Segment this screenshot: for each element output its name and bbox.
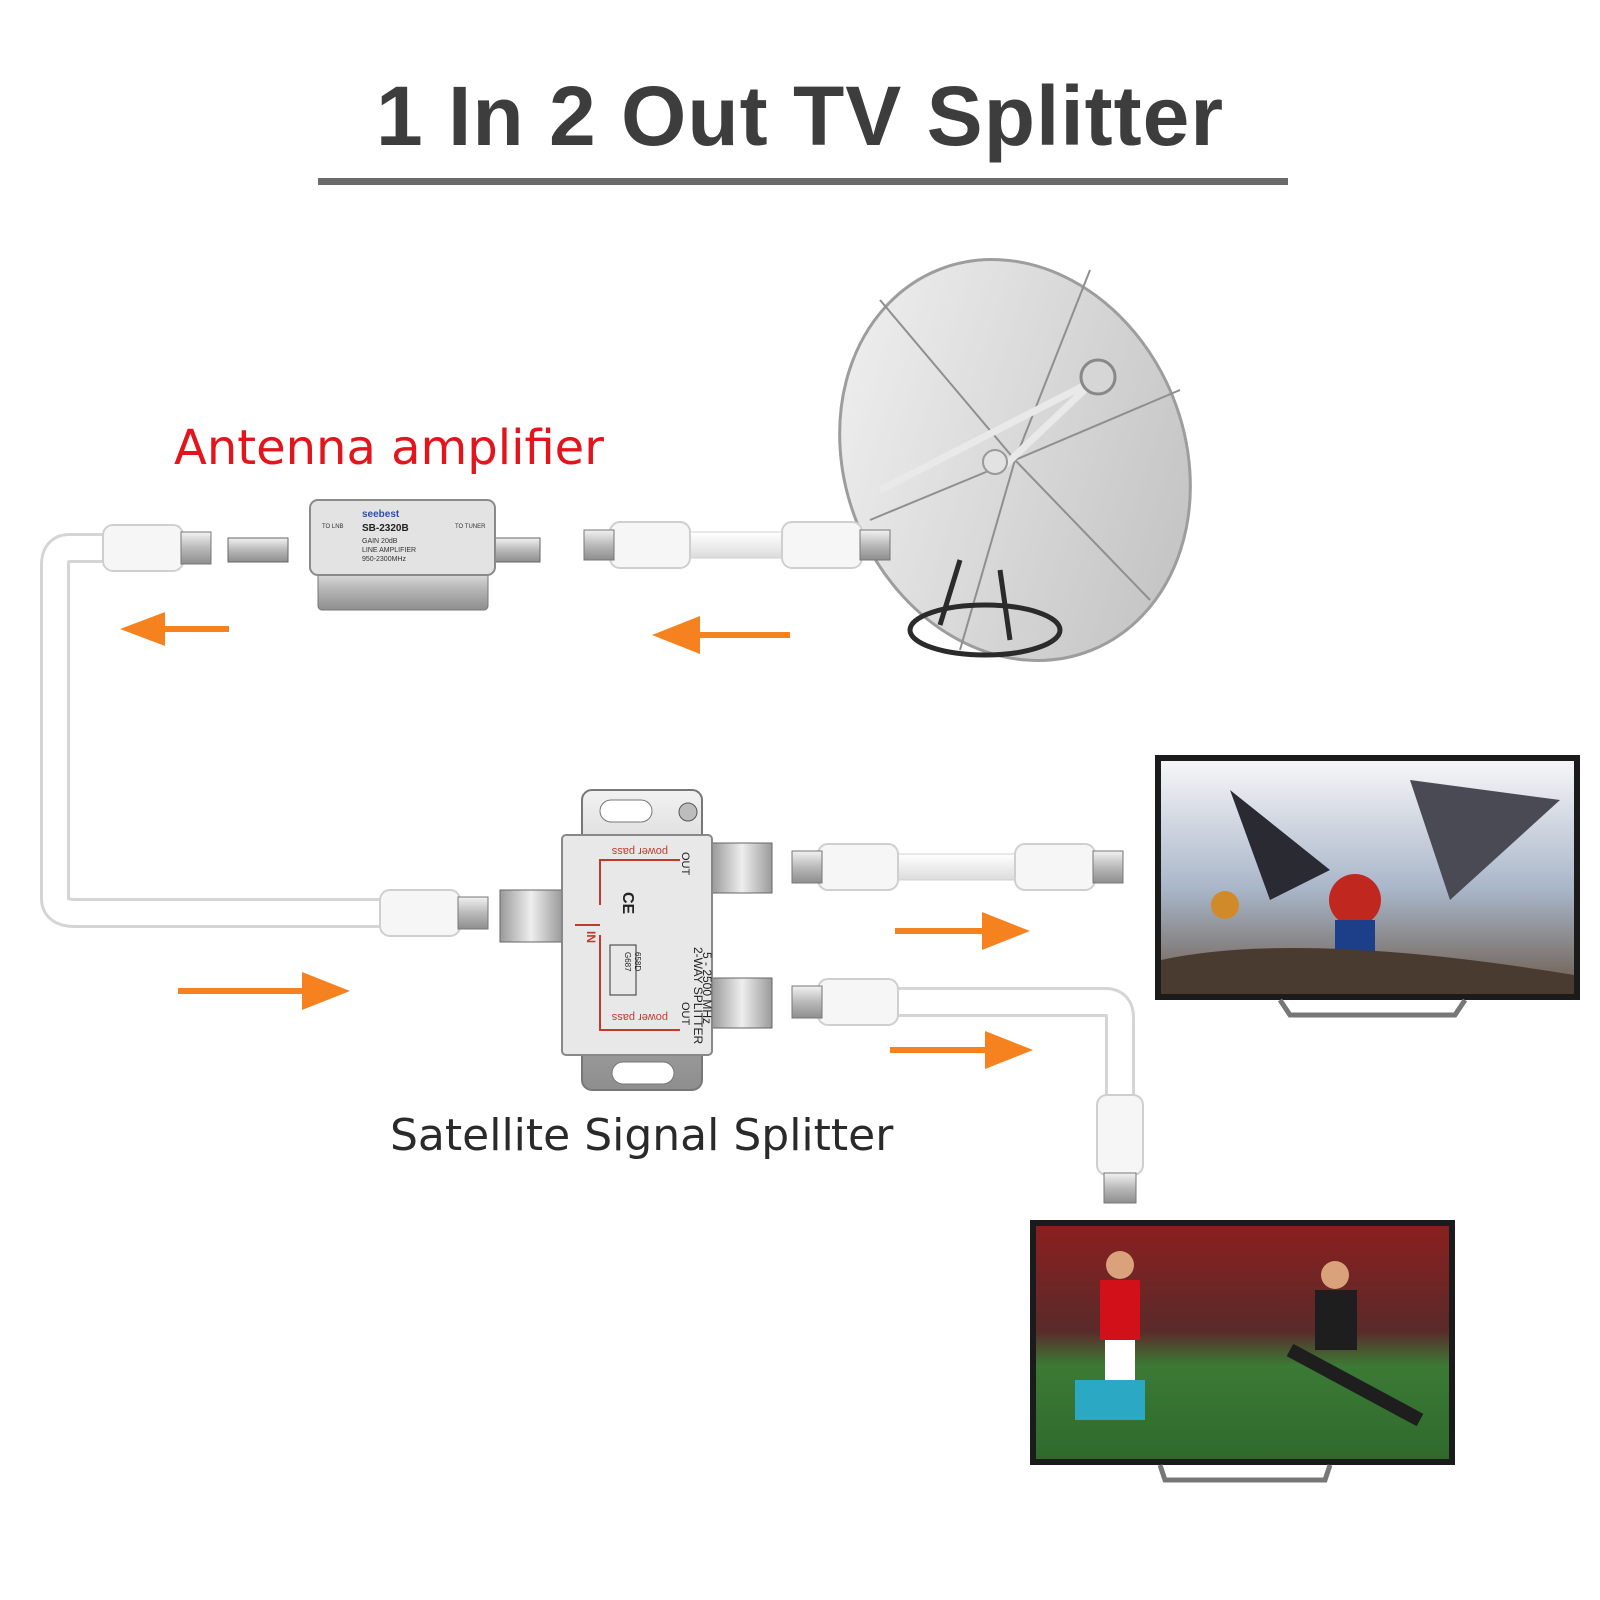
arrow-icon (652, 616, 790, 654)
amplifier-to-tuner: TO TUNER (455, 524, 486, 530)
coax-cable-tv2 (791, 978, 1144, 1204)
arrow-icon (120, 612, 229, 646)
amplifier-model: SB-2320B (362, 523, 409, 534)
splitter-out-label-1: OUT (679, 852, 691, 876)
coax-cable-main (40, 524, 489, 937)
power-pass-bottom: power pass (611, 1011, 668, 1023)
title-underline (318, 178, 1288, 185)
splitter-freq: 5 - 2500 MHz (700, 952, 714, 1024)
coax-connector-icon (781, 521, 891, 569)
coax-connector-icon (583, 521, 691, 569)
coax-connector-icon (791, 843, 899, 891)
power-pass-top: power pass (611, 845, 668, 857)
amplifier-range: 950-2300MHz (362, 556, 406, 563)
coax-connector-icon (1096, 1094, 1144, 1204)
coax-connector-icon (379, 889, 489, 937)
splitter-device: power pass power pass IN OUT OUT CE 2-WA… (499, 789, 773, 1091)
amplifier-gain: GAIN 20dB (362, 538, 398, 545)
page-title: 1 In 2 Out TV Splitter (375, 69, 1225, 163)
amplifier-to-lnb: TO LNB (322, 524, 344, 530)
coax-connector-icon (102, 524, 212, 572)
coax-connector-icon (1014, 843, 1124, 891)
coax-cable-dish (583, 521, 891, 569)
amplifier-brand: seebest (362, 509, 400, 520)
amplifier-type: LINE AMPLIFIER (362, 547, 416, 554)
arrow-icon (178, 972, 350, 1010)
splitter-label: Satellite Signal Splitter (390, 1110, 894, 1161)
coax-connector-icon (791, 978, 899, 1026)
tv-screen-icon (1030, 1220, 1455, 1483)
coax-cable-tv1 (791, 843, 1124, 891)
splitter-model: 2-WAY SPLITTER (691, 947, 705, 1044)
splitter-code-2: 658D (633, 952, 642, 971)
splitter-out-label-2: OUT (679, 1002, 691, 1026)
amplifier-label: Antenna amplifier (174, 420, 604, 476)
splitter-code-1: G687 (623, 952, 632, 972)
ce-mark: CE (619, 892, 636, 915)
amplifier-device: seebest SB-2320B GAIN 20dB LINE AMPLIFIE… (227, 499, 541, 611)
arrow-icon (890, 1031, 1033, 1069)
satellite-dish-icon (838, 258, 1192, 662)
splitter-in-label: IN (584, 931, 598, 943)
arrow-icon (895, 912, 1030, 950)
tv-screen-icon (1155, 755, 1580, 1018)
